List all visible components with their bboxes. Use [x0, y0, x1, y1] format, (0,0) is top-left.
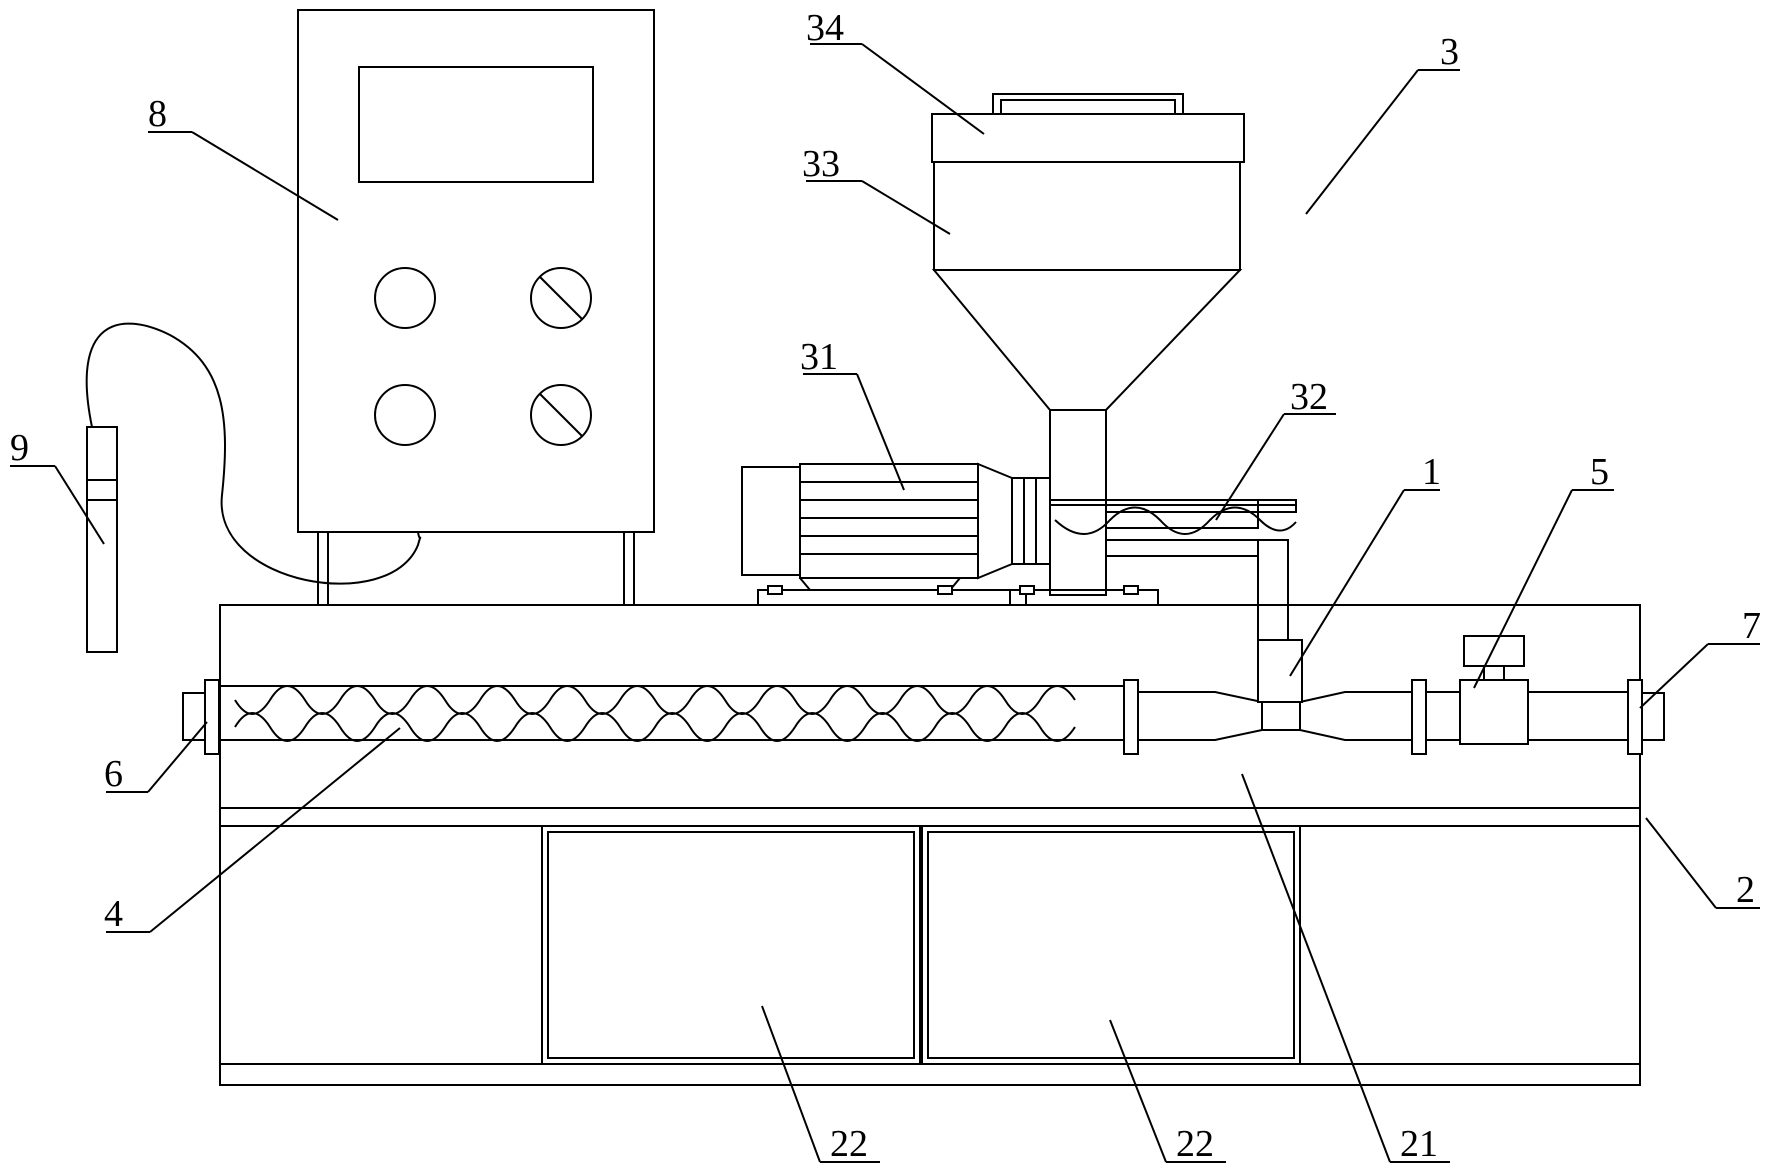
motor	[741, 462, 1159, 606]
control-box	[297, 9, 655, 605]
callout-7: 7	[1742, 605, 1761, 647]
control-knob-3	[374, 384, 436, 446]
screw-feeder	[1049, 499, 1297, 641]
inlet-flange	[182, 679, 220, 755]
control-knob-4	[530, 384, 592, 446]
callout-1: 1	[1422, 451, 1441, 493]
control-display-screen	[358, 66, 594, 183]
cabinet-door-right	[921, 825, 1301, 1065]
callout-4: 4	[104, 893, 123, 935]
probe-sensor	[86, 426, 118, 653]
callout-8: 8	[148, 93, 167, 135]
probe-cable	[85, 322, 422, 585]
hopper-body	[931, 161, 1243, 596]
machine-frame	[219, 604, 1641, 1086]
callout-21: 21	[1400, 1123, 1438, 1165]
callout-31: 31	[800, 336, 838, 378]
callout-22-left: 22	[830, 1123, 868, 1165]
leader-lines	[10, 43, 1760, 1163]
callout-2: 2	[1736, 869, 1755, 911]
callout-32: 32	[1290, 376, 1328, 418]
valve	[1411, 635, 1628, 755]
callout-5: 5	[1590, 451, 1609, 493]
callout-3: 3	[1440, 31, 1459, 73]
venturi-mixer	[1138, 639, 1412, 741]
callout-6: 6	[104, 753, 123, 795]
pipe-coupling-flange	[1123, 679, 1139, 755]
hopper-lid	[931, 93, 1245, 163]
callout-34: 34	[806, 7, 844, 49]
screw-pipe	[212, 685, 1134, 742]
callout-22-right: 22	[1176, 1123, 1214, 1165]
control-knob-1	[374, 267, 436, 329]
callout-9: 9	[10, 427, 29, 469]
control-knob-2	[530, 267, 592, 329]
cabinet-door-left	[541, 825, 921, 1065]
outlet-flange	[1627, 679, 1665, 755]
callout-33: 33	[802, 143, 840, 185]
